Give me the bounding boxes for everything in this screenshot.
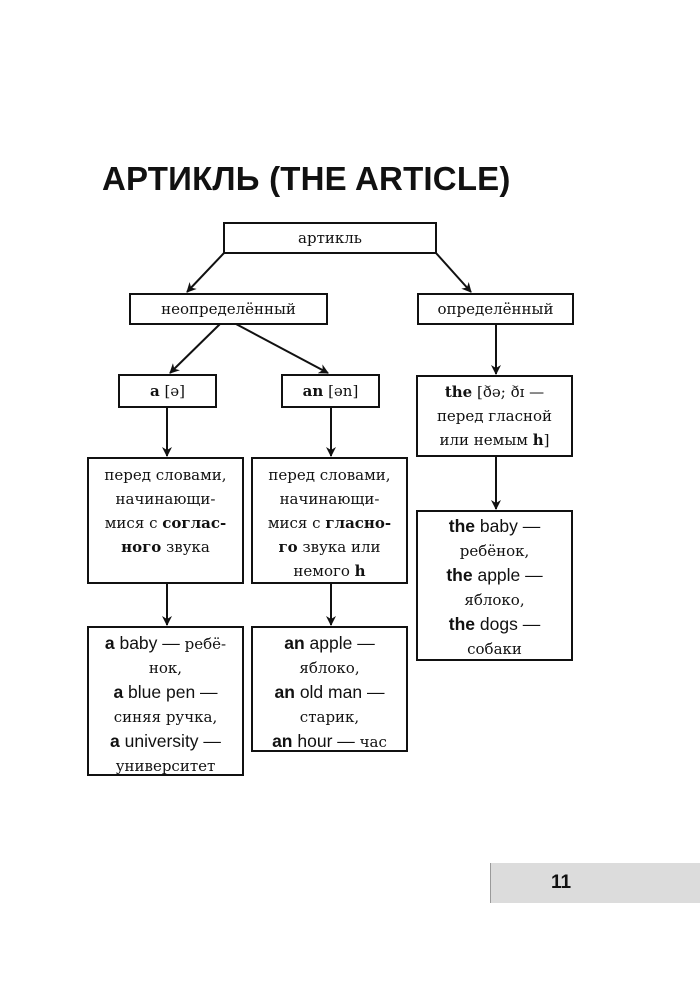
arrow-root-to-indefinite [186, 252, 225, 293]
root-node-box: артикль [223, 222, 437, 254]
arrow-indefinite-to-a [169, 323, 221, 374]
the-form-box: the [ðə; ðɪ — перед гласной или немым h] [416, 375, 573, 457]
example-item: a university — [110, 731, 221, 751]
the-form-h: h [532, 431, 544, 449]
a-rule-line3: мися с [104, 514, 163, 532]
a-rule-line1: перед словами, [104, 466, 227, 484]
the-form-bracket: ] [543, 431, 550, 449]
page-title: АРТИКЛЬ (THE ARTICLE) [102, 160, 511, 197]
example-item: an apple — [284, 633, 375, 653]
example-item: a blue pen — [113, 682, 218, 702]
a-rule-box: перед словами, начинающи- мися с соглас-… [87, 457, 244, 584]
example-translation: синяя ручка, [113, 708, 218, 726]
an-rule-vowel: гласно- [325, 514, 392, 532]
an-rule-line2: начинающи- [279, 490, 380, 508]
root-node-label: артикль [298, 228, 362, 247]
example-translation: яблоко, [299, 659, 360, 677]
the-form-line3: или немым [439, 431, 533, 449]
a-form-word: a [149, 381, 160, 400]
definite-node-label: определённый [437, 299, 554, 318]
a-examples-box: a baby — ребё- нок, a blue pen — синяя р… [87, 626, 244, 776]
example-item: the baby — [448, 516, 541, 536]
the-form-ipa: [ðə; ðɪ — [472, 383, 545, 401]
a-form-box: a [ə] [118, 374, 217, 408]
example-translation: нок, [148, 659, 183, 677]
example-item: an old man — [274, 682, 385, 702]
a-rule-sound: звука [161, 538, 210, 556]
an-rule-h: h [354, 562, 366, 580]
arrow-indefinite-to-an [235, 323, 329, 374]
an-rule-mute: немого [293, 562, 355, 580]
an-rule-vowel-end: го [278, 538, 298, 556]
an-rule-line3: мися с [267, 514, 326, 532]
a-rule-consonant: соглас- [162, 514, 227, 532]
definite-node-box: определённый [417, 293, 574, 325]
an-rule-line1: перед словами, [268, 466, 391, 484]
an-rule-box: перед словами, начинающи- мися с гласно-… [251, 457, 408, 584]
example-translation: университет [115, 757, 216, 775]
example-item: the dogs — [448, 614, 541, 634]
the-form-word: the [444, 383, 473, 401]
the-form-line2: перед гласной [436, 407, 553, 425]
arrow-root-to-definite [435, 252, 472, 293]
example-item: the apple — [446, 565, 543, 585]
indefinite-node-box: неопределённый [129, 293, 328, 325]
example-translation: яблоко, [464, 591, 525, 609]
example-translation: собаки [467, 640, 522, 658]
a-rule-consonant-end: ного [121, 538, 162, 556]
example-item: a baby — ребё- [104, 633, 227, 653]
a-rule-line2: начинающи- [115, 490, 216, 508]
an-examples-box: an apple — яблоко, an old man — старик, … [251, 626, 408, 752]
page-number-tab: 11 [490, 863, 700, 903]
example-item: an hour — час [272, 731, 387, 751]
a-form-ipa: [ə] [164, 381, 186, 400]
the-examples-box: the baby — ребёнок, the apple — яблоко, … [416, 510, 573, 661]
example-translation: ребёнок, [459, 542, 530, 560]
an-form-box: an [ən] [281, 374, 380, 408]
an-form-word: an [302, 381, 324, 400]
indefinite-node-label: неопределённый [161, 299, 296, 318]
an-form-ipa: [ən] [328, 381, 359, 400]
example-translation: старик, [299, 708, 360, 726]
an-rule-sound: звука или [297, 538, 381, 556]
page-number: 11 [551, 872, 572, 893]
